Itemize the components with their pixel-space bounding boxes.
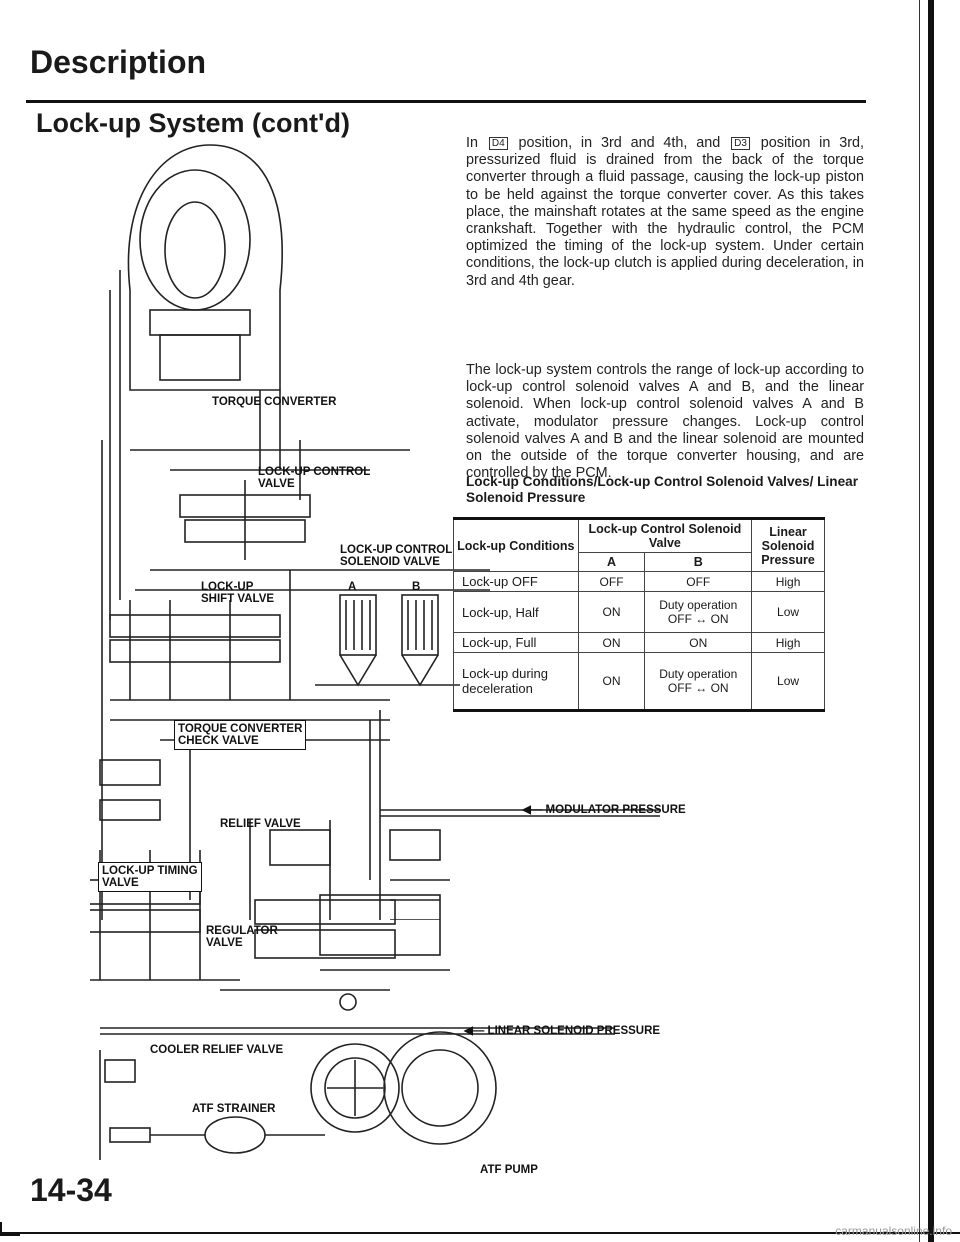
header-b: B — [644, 552, 753, 572]
label-regulator-line1: REGULATOR — [206, 925, 278, 937]
label-cooler-relief-valve: COOLER RELIEF VALVE — [150, 1044, 284, 1056]
label-timing-valve-line2: VALVE — [102, 877, 139, 889]
atf-pump-gear-left — [310, 1043, 400, 1133]
d4-position-icon: D4 — [488, 137, 508, 150]
label-regulator-line2: VALVE — [206, 937, 243, 949]
label-shift-valve-line1: LOCK-UP — [201, 581, 254, 593]
label-solenoid-valve-line1: LOCK-UP CONTROL — [340, 544, 453, 556]
atf-pump-gear-right — [383, 1031, 497, 1145]
label-modulator-pressure: ◀— MODULATOR PRESSURE — [522, 804, 686, 816]
label-shift-valve-line2: SHIFT VALVE — [201, 593, 275, 605]
label-timing-valve-line1: LOCK-UP TIMING — [102, 865, 198, 877]
solenoid-a-shape — [339, 594, 377, 687]
label-atf-pump: ATF PUMP — [480, 1164, 538, 1176]
lockup-conditions-table: Lock-up Conditions Lock-up Control Solen… — [453, 517, 825, 712]
label-torque-converter: TORQUE CONVERTER — [212, 396, 337, 408]
label-solenoid-b: B — [412, 581, 421, 593]
d3-position-icon: D3 — [731, 137, 750, 150]
solenoid-b-shape — [401, 594, 439, 687]
page-title: Description — [30, 44, 207, 80]
label-linear-solenoid-pressure: ◀— LINEAR SOLENOID PRESSURE — [464, 1025, 661, 1037]
label-lockup-control-valve-line1: LOCK-UP CONTROL — [258, 466, 371, 478]
paragraph-lockup-control: The lock-up system controls the range of… — [466, 362, 864, 482]
header-a: A — [577, 552, 646, 572]
torque-converter-shape — [127, 144, 283, 391]
label-check-valve: TORQUE CONVERTER CHECK VALVE — [174, 720, 307, 750]
label-solenoid-valve-line2: SOLENOID VALVE — [340, 556, 440, 568]
header-linear: Linear Solenoid Pressure — [751, 517, 825, 572]
header-conditions: Lock-up Conditions — [453, 517, 579, 572]
right-binding-line — [919, 0, 920, 1242]
table-row: Lock-up OFF OFF OFF High — [453, 571, 825, 592]
page-number: 14-34 — [30, 1172, 112, 1208]
shift-valve-body — [109, 614, 281, 638]
right-binding-edge — [928, 0, 934, 1242]
bottom-divider — [0, 1232, 960, 1234]
regulator-valve-body — [254, 899, 396, 925]
label-linear-solenoid-pressure-text: LINEAR SOLENOID PRESSURE — [487, 1025, 661, 1037]
label-lockup-control-valve-line2: VALVE — [258, 478, 295, 490]
table-row: Lock-up during deceleration ON Duty oper… — [453, 652, 825, 712]
label-modulator-pressure-text: MODULATOR PRESSURE — [545, 804, 686, 816]
label-atf-strainer: ATF STRAINER — [192, 1103, 276, 1115]
header-solenoid: Lock-up Control Solenoid Valve — [577, 517, 753, 553]
label-relief-valve: RELIEF VALVE — [220, 818, 301, 830]
atf-strainer-shape — [204, 1116, 266, 1154]
section-title: Lock-up System (cont'd) — [36, 108, 350, 138]
label-timing-valve: LOCK-UP TIMING VALVE — [98, 862, 202, 892]
label-check-valve-line1: TORQUE CONVERTER — [178, 723, 303, 735]
corner-mark — [0, 1222, 20, 1236]
title-divider — [26, 100, 866, 103]
watermark: carmanualsonline.info — [835, 1224, 952, 1238]
table-row: Lock-up, Full ON ON High — [453, 632, 825, 653]
paragraph-lockup-operation: In D4 position, in 3rd and 4th, and D3 p… — [466, 135, 865, 289]
table-caption: Lock-up Conditions/Lock-up Control Solen… — [466, 474, 858, 505]
lockup-hydraulic-diagram-lower — [90, 850, 615, 1160]
table-row: Lock-up, Half ON Duty operation OFF ↔ ON… — [453, 591, 825, 633]
cooler-relief-valve-body — [104, 1059, 136, 1083]
label-check-valve-line2: CHECK VALVE — [178, 735, 259, 747]
label-solenoid-a: A — [348, 581, 357, 593]
